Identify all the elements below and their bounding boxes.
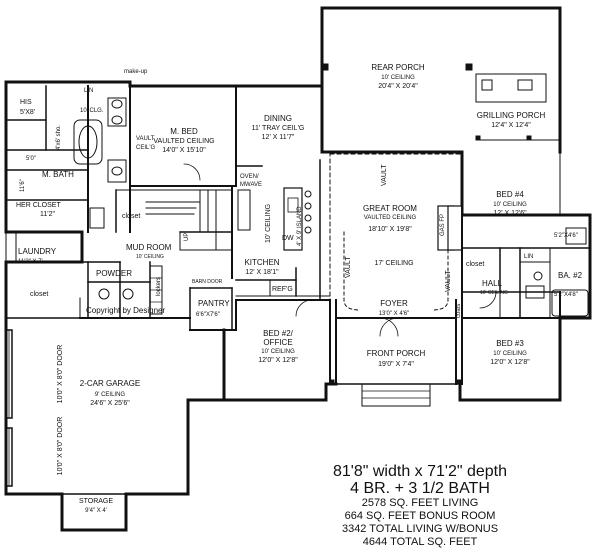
vault-ceil-line2: CEIL'G <box>136 145 155 151</box>
island-label: 4' X 9' ISLAND <box>297 206 303 246</box>
gas-fp-label: GAS FP <box>440 214 446 236</box>
dim-5-2-4-8: 5'2"X4'8" <box>554 292 578 298</box>
rear-porch-dims: 20'4" X 20'4" <box>378 83 418 90</box>
plan-total-area: 4644 TOTAL SQ. FEET <box>362 536 478 548</box>
kitchen-dims: 12' X 18'1" <box>245 269 279 276</box>
closet-hall-label: closet <box>466 261 484 268</box>
hall-name: HALL <box>482 279 503 288</box>
vault-ceil-line1: VAULT <box>136 136 155 142</box>
powder-name: POWDER <box>96 269 132 278</box>
master-bed-dims: 14'0" X 15'10" <box>162 147 206 154</box>
up-label: UP <box>184 233 190 241</box>
bed3-name: BED #3 <box>496 339 524 348</box>
foyer-name: FOYER <box>380 299 408 308</box>
oven-line1: OVEN/ <box>240 174 259 180</box>
laundry-name: LAUNDRY <box>18 247 57 256</box>
bed4-ceiling: 10' CEILING <box>493 202 527 208</box>
great-room-ceiling: VAULTED CEILING <box>364 215 417 221</box>
shower-label: 4'x6' sho. <box>56 125 62 150</box>
storage-dims: 9'4" X 4' <box>85 508 107 514</box>
garage-name: 2-CAR GARAGE <box>80 379 140 388</box>
ba2-name: BA. #2 <box>558 271 583 280</box>
bed2-name: BED #2/ <box>263 329 294 338</box>
lockers-label: lockers <box>156 277 162 296</box>
plan-bedrooms: 4 BR. + 3 1/2 BATH <box>350 480 490 497</box>
his-closet-dims: 5'X8' <box>20 109 35 116</box>
ceiling17-label: 17' CEILING <box>374 260 413 267</box>
mud-room-name: MUD ROOM <box>126 243 172 252</box>
rear-porch-ceiling: 10' CEILING <box>381 75 415 81</box>
vault-gr-label: VAULT <box>381 164 388 186</box>
pantry-name: PANTRY <box>198 299 230 308</box>
dining-name: DINING <box>264 114 292 123</box>
vault-left-label: VAULT <box>345 256 352 278</box>
garage-door-1: 10'0" X 8'0" DOOR <box>57 345 64 404</box>
storage-name: STORAGE <box>79 498 113 505</box>
dining-ceiling: 11' TRAY CEIL'G <box>252 125 305 132</box>
oven-line2: MWAVE <box>240 182 262 188</box>
barn-door-label: BARN DOOR <box>192 279 223 285</box>
refg-label: REF'G <box>272 286 293 293</box>
great-room-dims: 18'10" X 19'8" <box>368 226 412 233</box>
dw-label: DW <box>282 235 294 242</box>
lin-right-label: LIN <box>524 254 533 260</box>
his-closet-name: HIS <box>20 99 32 106</box>
coats-label: coats <box>456 304 462 318</box>
bed2-dims: 12'0" X 12'8" <box>258 357 298 364</box>
her-closet-dims: 11'2" <box>40 211 55 218</box>
bed2-ceiling: 10' CEILING <box>261 349 295 355</box>
master-bath-name: M. BATH <box>42 170 74 179</box>
garage-ceiling: 9' CEILING <box>95 392 125 398</box>
front-porch-name: FRONT PORCH <box>367 349 426 358</box>
bed3-dims: 12'0" X 12'8" <box>490 359 530 366</box>
master-bed-ceiling: VAULTED CEILING <box>153 138 214 145</box>
plan-dimensions: 81'8" width x 71'2" depth <box>332 463 508 480</box>
plan-bonus-area: 664 SQ. FEET BONUS ROOM <box>344 510 496 522</box>
front-porch-dims: 19'0" X 7'4" <box>378 361 414 368</box>
dim-5-2-4-6: 5'2"X4'6" <box>554 233 578 239</box>
master-bed-name: M. BED <box>170 127 198 136</box>
kitchen-ceiling: 10' CEILING <box>265 204 272 243</box>
hall-ceiling: 10' CEILING <box>480 290 508 296</box>
foyer-dims: 13'0" X 4'6" <box>379 311 410 317</box>
lin-top-label: LIN <box>84 88 93 94</box>
plan-total-bonus: 3342 TOTAL LIVING W/BONUS <box>341 523 499 535</box>
garage-door-2: 10'0" X 8'0" DOOR <box>57 417 64 476</box>
garage-dims: 24'6" X 25'6" <box>90 400 130 407</box>
dining-dims: 12' X 11'7" <box>262 134 295 141</box>
bed2-name2: OFFICE <box>263 338 292 347</box>
bed4-name: BED #4 <box>496 190 524 199</box>
bed3-ceiling: 10' CEILING <box>493 351 527 357</box>
kitchen-name: KITCHEN <box>244 258 279 267</box>
dim-5-0-label: 5'0" <box>26 156 36 162</box>
closet-mid-label: closet <box>122 213 140 220</box>
copyright-label: Copyright by Designer <box>86 306 165 315</box>
dim-11-6-label: 11'6" <box>20 179 26 192</box>
plan-stats: 81'8" width x 71'2" depth 4 BR. + 3 1/2 … <box>250 463 590 549</box>
great-room-name: GREAT ROOM <box>363 204 417 213</box>
laundry-dims: 11'2" X 7' <box>18 259 43 265</box>
closet-garage-label: closet <box>30 291 48 298</box>
rear-porch-name: REAR PORCH <box>371 63 425 72</box>
bed4-dims: 12' X 12'6" <box>493 210 527 217</box>
clg10-label: 10' CLG. <box>80 108 104 114</box>
plan-living-area: 2578 SQ. FEET LIVING <box>361 497 479 509</box>
her-closet-name: HER CLOSET <box>16 202 61 209</box>
mud-room-ceiling: 10' CEILING <box>136 254 164 260</box>
vault-right-label: VAULT <box>445 270 452 292</box>
grilling-porch-name: GRILLING PORCH <box>477 111 546 120</box>
pantry-dims: 6'6"X7'6" <box>196 312 220 318</box>
makeup-label: make-up <box>124 69 148 75</box>
grilling-porch-dims: 12'4" X 12'4" <box>491 122 531 129</box>
